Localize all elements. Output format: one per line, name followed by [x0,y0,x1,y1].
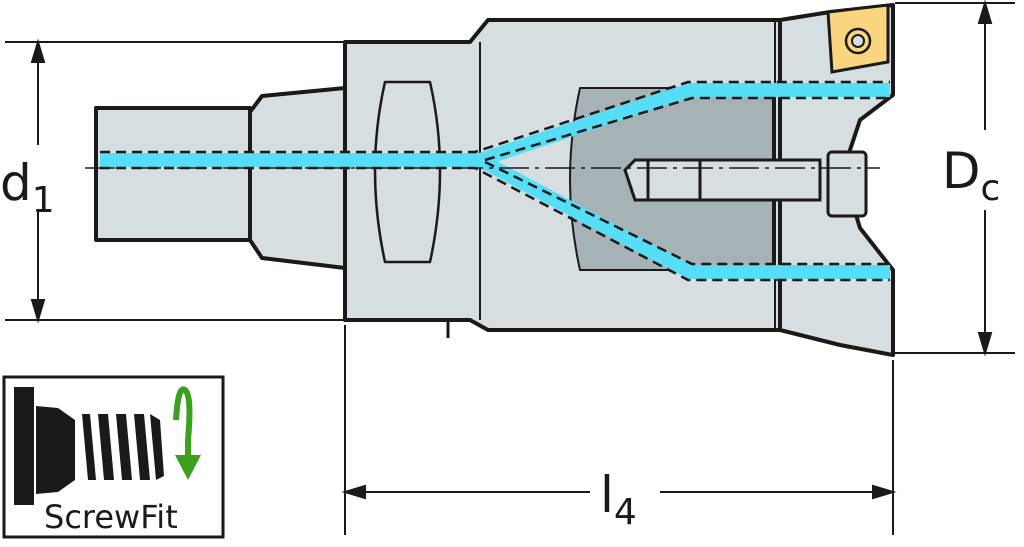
coolant-channels [100,80,890,282]
screwfit-logo: ScrewFit [2,375,225,539]
clamping-screw [623,150,868,218]
screwfit-logo-text: ScrewFit [44,498,178,536]
cutting-insert [826,3,890,74]
dimension-label-l4: l4 [600,466,637,533]
dimension-label-d1: d1 [0,154,55,221]
dimension-label-dc: Dc [942,142,1000,209]
neck [248,86,347,270]
dimension-arrows [30,0,993,500]
threaded-shank [94,106,252,242]
hex-nut [373,80,442,264]
dimension-extension-lines [5,2,1015,535]
